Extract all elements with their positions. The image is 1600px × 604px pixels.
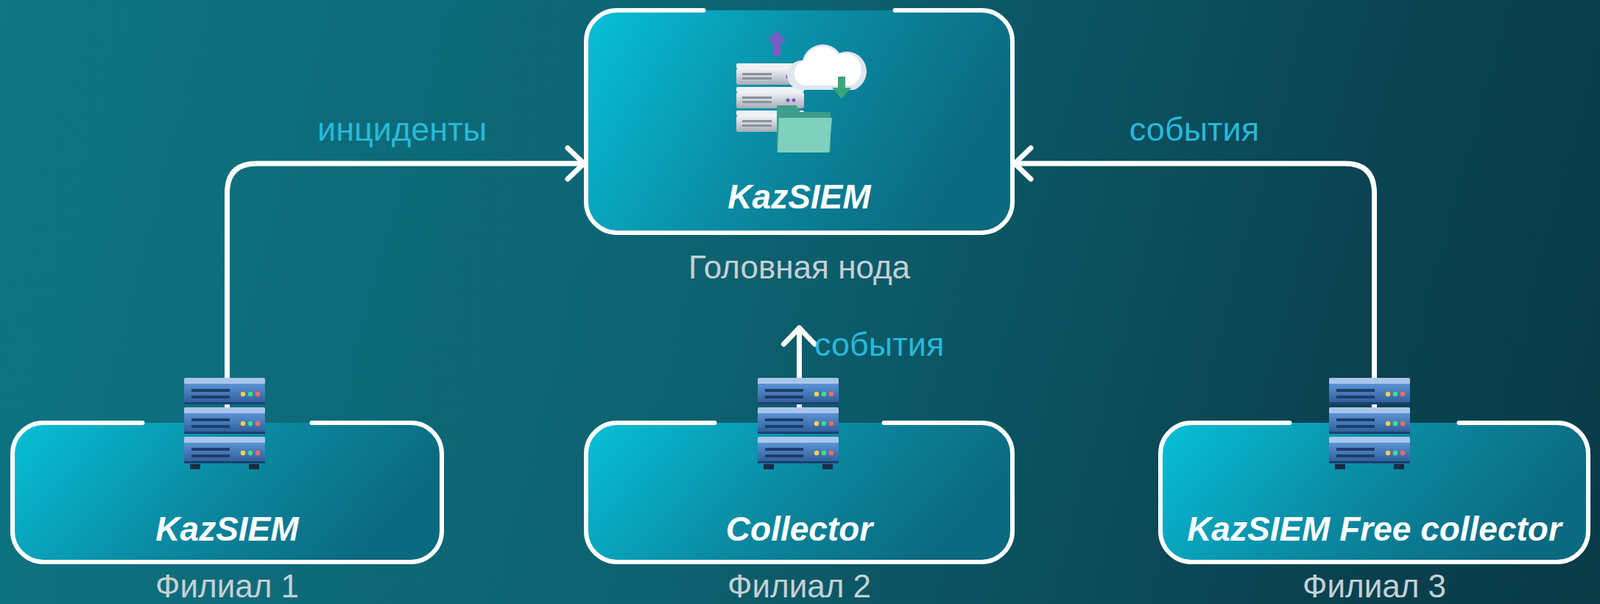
box-border	[12, 422, 442, 562]
node-title: KazSIEM	[155, 509, 299, 549]
title-holder: KazSIEM	[583, 177, 1015, 217]
arrow-head	[567, 147, 584, 179]
flow-arrow	[784, 327, 816, 421]
arrow-line	[796, 327, 802, 421]
box-fill	[586, 10, 1013, 233]
arrow-line	[227, 163, 585, 421]
edge-label: события	[814, 325, 944, 364]
caption-holder: Филиал 1	[0, 568, 629, 604]
node-title: Collector	[726, 509, 873, 549]
title-holder: Collector	[583, 509, 1015, 549]
server-icon	[757, 377, 839, 470]
node-caption: Филиал 3	[1302, 568, 1447, 604]
box-border	[1160, 422, 1589, 562]
title-holder: KazSIEM	[10, 509, 444, 549]
edge-label-holder: события	[814, 325, 944, 364]
edge-label: события	[1129, 110, 1260, 149]
caption-holder: Филиал 2	[399, 568, 1199, 604]
arrow-head	[1014, 147, 1031, 179]
title-holder: KazSIEM Free collector	[1158, 509, 1591, 549]
node-title: KazSIEM Free collector	[1186, 509, 1562, 549]
edge-label-holder: инциденты	[317, 110, 487, 149]
node-caption: Филиал 1	[155, 568, 299, 604]
flow-arrow	[227, 147, 585, 421]
box-border	[586, 10, 1013, 233]
arrow-head	[784, 327, 816, 344]
server-icon	[1329, 377, 1411, 470]
server-icon	[184, 377, 266, 470]
node-caption: Головная нода	[688, 249, 911, 285]
edge-label-holder: события	[1129, 110, 1260, 149]
flow-arrow	[1014, 147, 1375, 421]
box-fill	[586, 422, 1013, 562]
box-border	[586, 422, 1013, 562]
caption-holder: Головная нода	[399, 249, 1199, 285]
node-caption: Филиал 2	[727, 568, 872, 604]
node-title: KazSIEM	[727, 177, 871, 217]
box-fill	[12, 422, 442, 562]
box-fill	[1160, 422, 1589, 562]
arrow-line	[1014, 163, 1375, 421]
edge-label: инциденты	[317, 110, 487, 149]
caption-holder: Филиал 3	[974, 568, 1600, 604]
